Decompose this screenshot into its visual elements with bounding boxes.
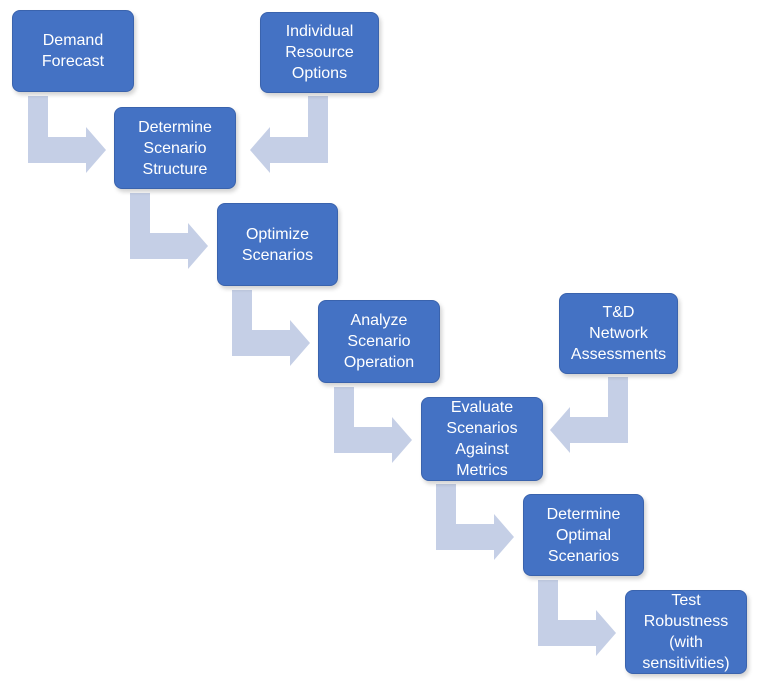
evaluate-scenarios-against-metrics-box: Evaluate Scenarios Against Metrics bbox=[421, 397, 543, 481]
test-robustness-box: Test Robustness (with sensitivities) bbox=[625, 590, 747, 674]
analyze-scenario-operation-label: Analyze Scenario Operation bbox=[343, 312, 415, 371]
evaluate-scenarios-against-metrics-label: Evaluate Scenarios Against Metrics bbox=[446, 399, 518, 479]
arrow-analyze-to-evaluate bbox=[334, 387, 412, 463]
test-robustness-label: Test Robustness (with sensitivities) bbox=[642, 592, 730, 672]
determine-scenario-structure-box: Determine Scenario Structure bbox=[114, 107, 236, 189]
td-network-assessments-label: T&D Network Assessments bbox=[570, 304, 667, 363]
determine-optimal-scenarios-label: Determine Optimal Scenarios bbox=[546, 505, 621, 565]
analyze-scenario-operation-box: Analyze Scenario Operation bbox=[318, 300, 440, 383]
individual-resource-options-box: Individual Resource Options bbox=[260, 12, 379, 93]
arrow-structure-to-optimize bbox=[130, 193, 208, 269]
individual-resource-options-label: Individual Resource Options bbox=[285, 23, 354, 82]
determine-scenario-structure-label: Determine Scenario Structure bbox=[138, 118, 212, 178]
arrow-td-to-evaluate bbox=[550, 377, 628, 453]
optimize-scenarios-box: Optimize Scenarios bbox=[217, 203, 338, 286]
arrow-optimal-to-test bbox=[538, 580, 616, 656]
arrow-optimize-to-analyze bbox=[232, 290, 310, 366]
demand-forecast-label: Demand Forecast bbox=[41, 32, 105, 70]
arrow-evaluate-to-optimal bbox=[436, 484, 514, 560]
arrow-resource-to-structure bbox=[250, 96, 328, 173]
optimize-scenarios-label: Optimize Scenarios bbox=[241, 225, 314, 264]
determine-optimal-scenarios-box: Determine Optimal Scenarios bbox=[523, 494, 644, 576]
td-network-assessments-box: T&D Network Assessments bbox=[559, 293, 678, 374]
arrow-demand-to-structure bbox=[28, 96, 106, 173]
demand-forecast-box: Demand Forecast bbox=[12, 10, 134, 92]
